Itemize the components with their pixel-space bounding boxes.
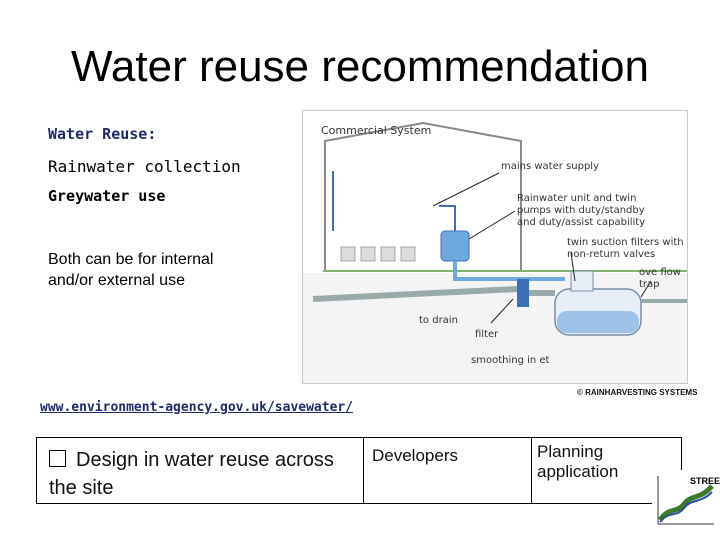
both-use-note: Both can be for internal and/or external… [48,251,214,289]
who-cell: Developers [363,437,532,504]
logo-text: STREET [690,476,720,486]
diagram-drawing [303,121,687,383]
label-filter: filter [475,329,499,340]
action-text: Design in water reuse across the site [49,449,334,499]
table-row: Design in water reuse across the site De… [36,437,682,504]
left-column: Water Reuse: Rainwater collection Greywa… [48,125,293,291]
label-smoothing-inlet: smoothing in et [471,355,550,366]
who-text: Developers [372,446,458,465]
rainwater-collection-label: Rainwater collection [48,157,241,176]
environment-agency-link[interactable]: www.environment-agency.gov.uk/savewater/ [40,400,354,415]
slide-title: Water reuse recommendation [71,42,649,91]
label-to-drain: to drain [419,315,458,326]
action-cell: Design in water reuse across the site [36,437,364,504]
label-rainwater-unit: Rainwater unit and twin pumps with duty/… [517,193,646,228]
diagram-title: Commercial System [321,124,432,137]
copyright-notice: © RAINHARVESTING SYSTEMS [577,388,698,397]
logo-graph-icon [652,470,718,536]
recommendation-table: Design in water reuse across the site De… [36,437,682,504]
water-reuse-heading: Water Reuse: [48,125,157,143]
street-logo [652,470,718,536]
rainwater-system-diagram: Commercial System mains water supply Rai… [302,110,688,384]
label-mains-supply: mains water supply [501,161,599,172]
label-suction-filters: twin suction filters with non-return val… [567,237,684,260]
checkbox-icon [49,450,66,467]
greywater-use-label: Greywater use [48,187,166,205]
label-overflow-trap: ove flow trap [639,267,681,290]
stage-text: Planning application [537,442,619,481]
